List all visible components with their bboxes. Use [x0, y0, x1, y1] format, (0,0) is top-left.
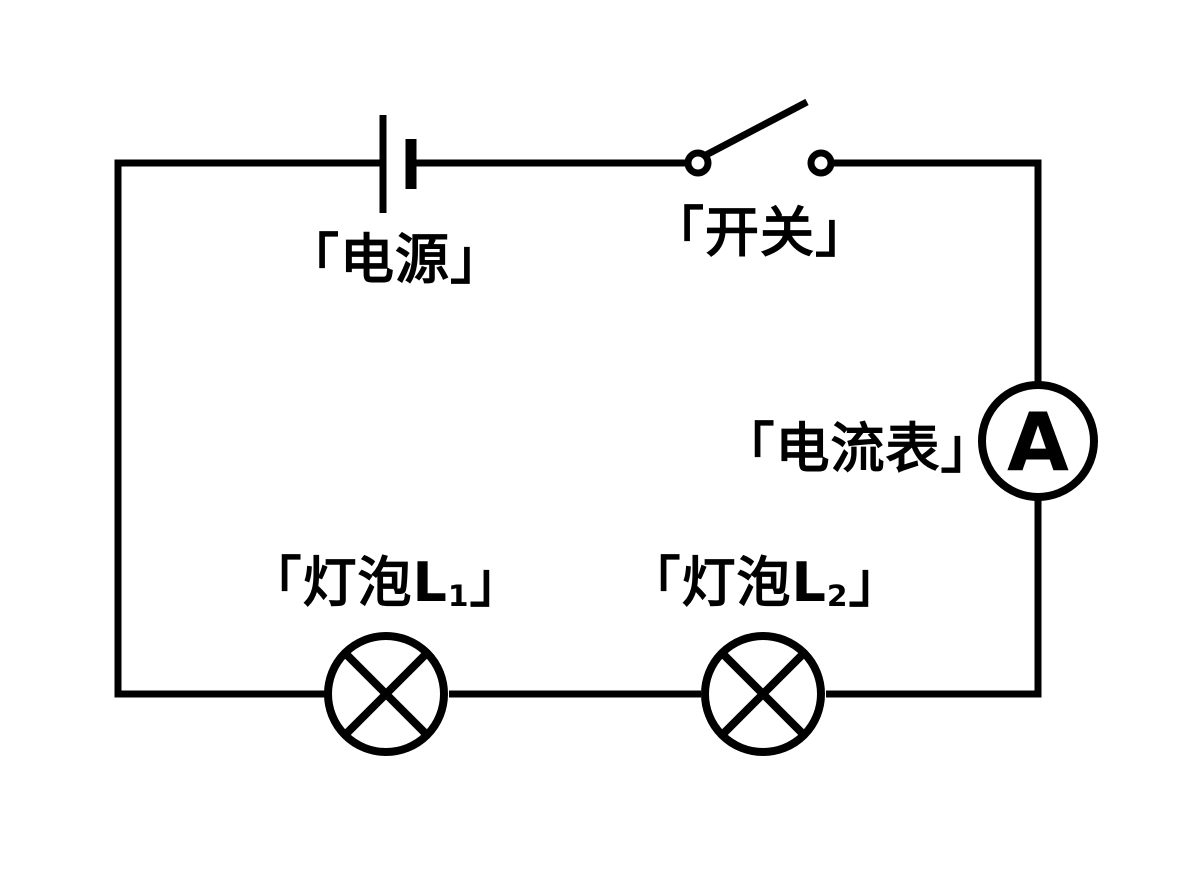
- bulb1-label-subscript: 1: [447, 579, 470, 615]
- ammeter-circle-icon: [978, 381, 1098, 501]
- bulb2-label-suffix: 」: [848, 551, 904, 614]
- bulb1-label: 「灯泡L1」: [247, 556, 524, 612]
- ammeter-label: 「电流表」: [720, 417, 996, 480]
- lamp-l1-icon: [324, 632, 448, 756]
- bulb2-cross-stroke-2: [719, 650, 807, 738]
- ammeter-dial-letter: A: [1007, 396, 1069, 489]
- switch-right-terminal: [807, 149, 835, 177]
- open-switch-icon: [684, 98, 835, 177]
- switch-label: 「开关」: [650, 201, 870, 264]
- bulb2-label-prefix: 「灯泡L: [626, 551, 827, 614]
- bulb2-label: 「灯泡L2」: [626, 556, 903, 612]
- bulb1-label-suffix: 」: [469, 551, 525, 614]
- bulb1-cross-stroke-2: [342, 650, 430, 738]
- switch-left-terminal: [684, 149, 712, 177]
- bulb2-label-subscript: 2: [826, 579, 849, 615]
- ammeter-circle: [978, 381, 1098, 501]
- battery-label: 「电源」: [285, 228, 505, 291]
- wire-left-loop: [114, 159, 387, 698]
- lamp-l2-icon: [701, 632, 825, 756]
- battery-cell-icon: [379, 115, 417, 213]
- wire-ammeter-to-bulb2: [826, 500, 1042, 698]
- switch-lever: [704, 98, 809, 159]
- bulb1-label-prefix: 「灯泡L: [247, 551, 448, 614]
- wire-switch-to-ammeter: [834, 159, 1042, 382]
